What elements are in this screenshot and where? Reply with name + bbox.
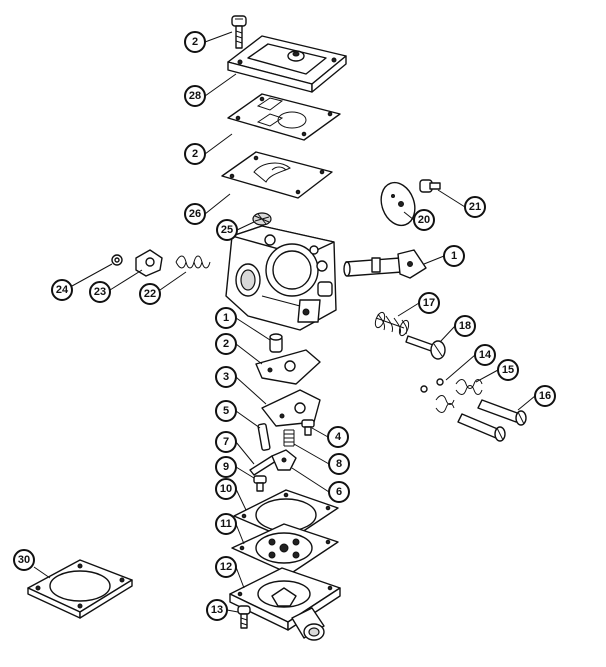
callout-4: 4 (327, 426, 349, 448)
callout-5: 5 (215, 400, 237, 422)
callout-label: 26 (189, 208, 201, 220)
callout-label: 1 (451, 250, 457, 262)
lever-screw (301, 419, 315, 436)
callout-22: 22 (139, 283, 161, 305)
o-rings (420, 378, 444, 393)
callout-label: 20 (418, 214, 430, 226)
callout-label: 24 (56, 284, 69, 296)
end-cover-screw (237, 605, 251, 629)
callout-label: 2 (192, 36, 198, 48)
callout-label: 7 (223, 436, 229, 448)
adjusting-springs (435, 379, 483, 413)
callout-8: 8 (328, 453, 350, 475)
callout-6: 6 (328, 481, 350, 503)
callout-12: 12 (215, 556, 237, 578)
callout-label: 14 (479, 349, 492, 361)
callout-25: 25 (216, 219, 238, 241)
callout-2-top-screw: 2 (184, 31, 206, 53)
metering-valve-plate (261, 389, 321, 427)
callout-17: 17 (418, 292, 440, 314)
callout-label: 10 (220, 483, 232, 495)
callout-7: 7 (215, 431, 237, 453)
throttle-valve-disc (380, 181, 416, 227)
callout-label: 23 (94, 286, 106, 298)
callout-24: 24 (51, 279, 73, 301)
leader-lines (33, 31, 536, 613)
callout-label: 2 (192, 148, 198, 160)
callout-label: 2 (223, 338, 229, 350)
idle-speed-screw (405, 335, 446, 360)
inlet-needle (257, 423, 271, 451)
control-spring (283, 429, 295, 447)
callout-21: 21 (464, 196, 486, 218)
pump-gasket (227, 93, 341, 141)
throttle-shaft (343, 249, 427, 279)
callout-label: 18 (459, 320, 471, 332)
callout-label: 13 (211, 604, 223, 616)
fuel-strainer (252, 212, 272, 226)
callout-16: 16 (534, 385, 556, 407)
callout-label: 22 (144, 288, 156, 300)
callout-18: 18 (454, 315, 476, 337)
callout-1-shaft: 1 (443, 245, 465, 267)
callout-3: 3 (215, 366, 237, 388)
idle-screw-spring (374, 311, 410, 337)
top-cover-screw (231, 15, 247, 49)
callout-1-jet: 1 (215, 307, 237, 329)
inlet-control-lever (271, 449, 297, 471)
callout-2-plate: 2 (215, 333, 237, 355)
callout-label: 5 (223, 405, 229, 417)
end-cover (229, 567, 341, 641)
callout-label: 21 (469, 201, 481, 213)
callout-11: 11 (215, 513, 237, 535)
callout-label: 28 (189, 90, 201, 102)
callout-label: 16 (539, 390, 551, 402)
callout-30: 30 (13, 549, 35, 571)
callout-28: 28 (184, 85, 206, 107)
carburetor-gasket (27, 559, 133, 619)
choke-lever (135, 249, 163, 277)
callout-23: 23 (89, 281, 111, 303)
callout-label: 12 (220, 561, 232, 573)
callout-label: 25 (221, 224, 233, 236)
callout-13: 13 (206, 599, 228, 621)
callout-10: 10 (215, 478, 237, 500)
valve-jet (269, 333, 283, 353)
callout-14: 14 (474, 344, 496, 366)
callout-label: 4 (335, 431, 342, 443)
choke-spring (175, 255, 211, 269)
callout-20: 20 (413, 209, 435, 231)
metering-diaphragm (231, 523, 339, 575)
callout-label: 6 (336, 486, 342, 498)
metering-plate (255, 349, 321, 385)
callout-label: 9 (223, 461, 229, 473)
pump-cover (227, 35, 347, 93)
callout-label: 1 (223, 312, 229, 324)
callout-label: 11 (220, 518, 232, 530)
callout-2-gasket: 2 (184, 143, 206, 165)
throttle-valve-screw (419, 179, 441, 193)
callout-label: 17 (423, 297, 435, 309)
callout-label: 3 (223, 371, 229, 383)
circlip-part (111, 254, 123, 266)
lever-hold-screw (253, 475, 267, 492)
callout-26: 26 (184, 203, 206, 225)
callout-label: 8 (336, 458, 342, 470)
carburetor-body (225, 225, 337, 331)
callout-15: 15 (497, 359, 519, 381)
callout-label: 30 (18, 554, 30, 566)
adjusting-needles (457, 399, 527, 442)
pump-diaphragm (221, 151, 333, 199)
callout-9: 9 (215, 456, 237, 478)
callout-label: 15 (502, 364, 514, 376)
spindle-pin (249, 455, 277, 476)
